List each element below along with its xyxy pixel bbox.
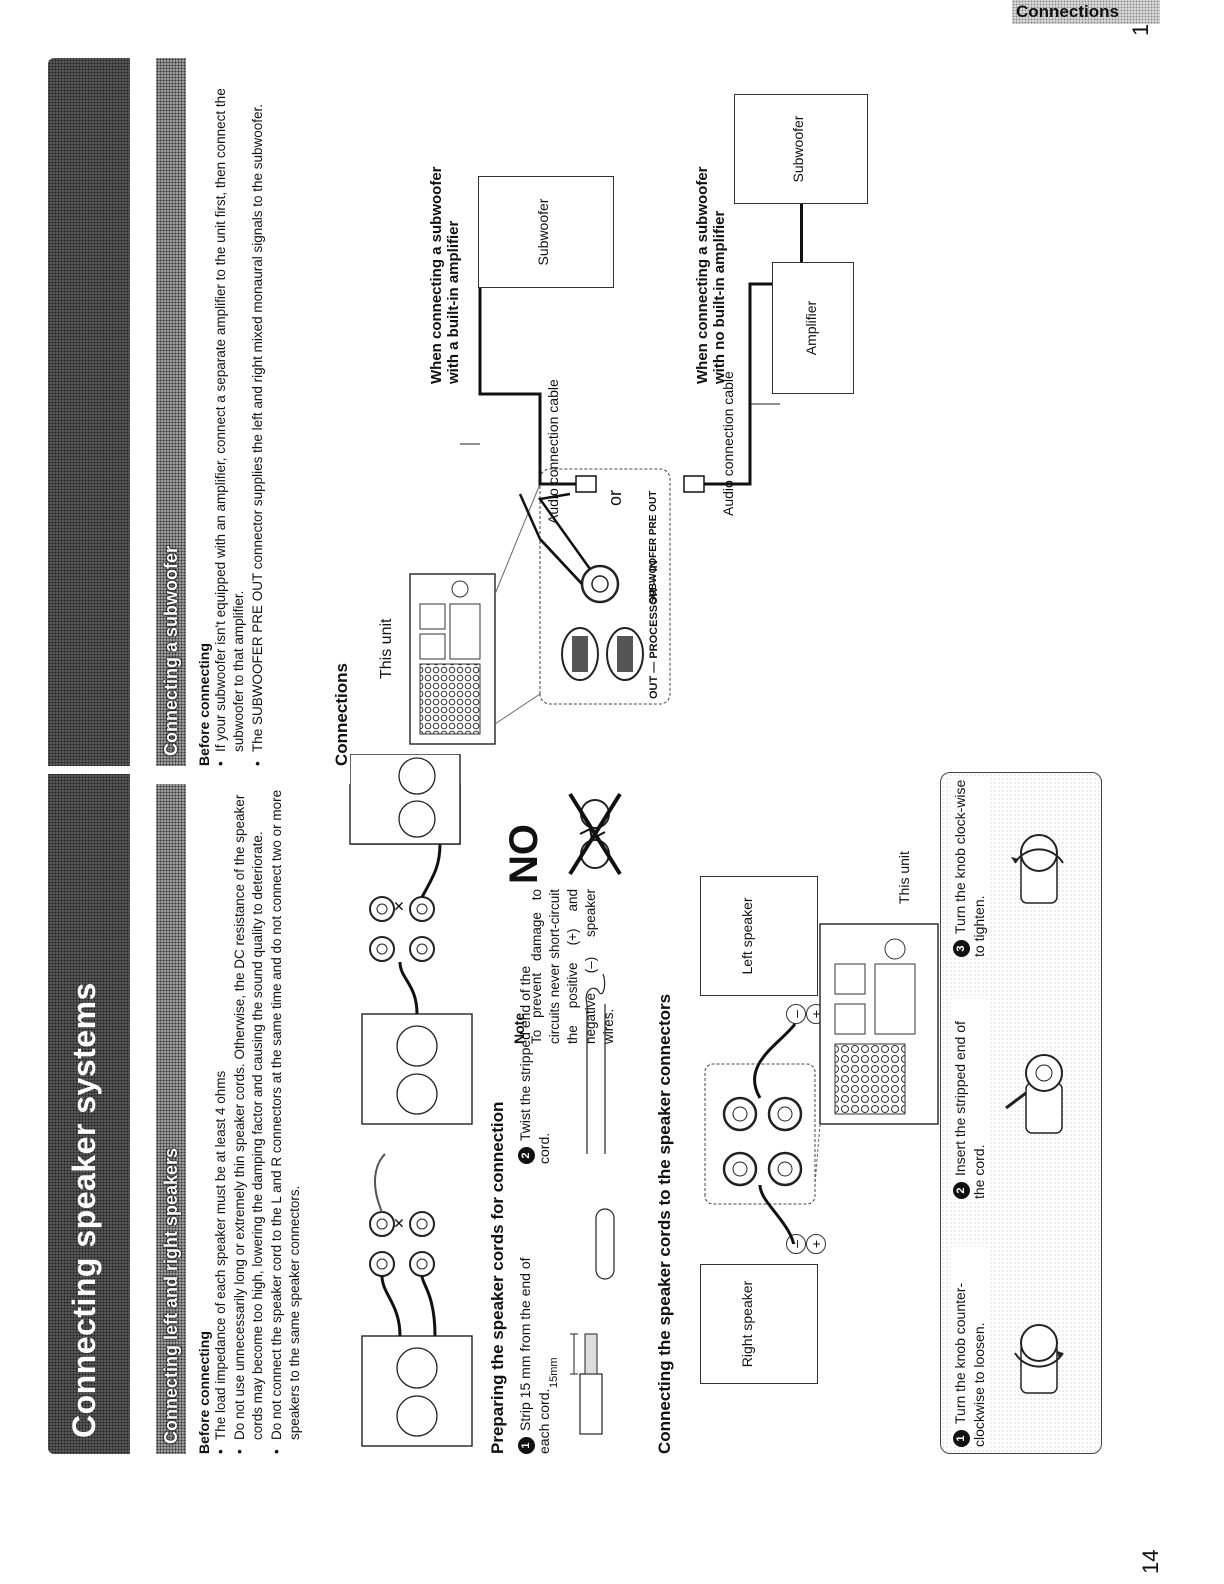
right-before-block: Before connecting If your subwoofer isn'…: [196, 58, 268, 766]
right-bullet-2: The SUBWOOFER PRE OUT connector supplies…: [249, 58, 267, 766]
speaker-wiring-diagram: ✕ ✕: [349, 784, 473, 1447]
right-section-bar: Connecting a subwoofer: [156, 58, 186, 766]
conn-step-3-number: 3: [952, 940, 970, 957]
audio-cable-label-1: Audio connection cable: [545, 379, 561, 524]
left-section-bar: Connecting left and right speakers: [156, 784, 186, 1454]
connector-steps-panel: 1Turn the knob counter-clockwise to loos…: [940, 772, 1102, 1454]
stripped-cord-drawing: [570, 1333, 603, 1435]
right-before-heading: Before connecting: [196, 643, 212, 766]
nobuiltin-heading: When connecting a subwoofer with no buil…: [694, 166, 728, 384]
receiver-rear-panel: [819, 923, 939, 1125]
svg-text:✕: ✕: [391, 1217, 407, 1229]
receiver-rear-panel-right: [409, 573, 496, 745]
right-bullet-1: If your subwoofer isn't equipped with an…: [212, 58, 248, 766]
left-before-heading: Before connecting: [196, 1331, 212, 1454]
subwoofer-box-1: Subwoofer: [478, 176, 614, 288]
insert-cord-icon: [1005, 1054, 1063, 1134]
knob-loosen-icon: [1014, 1324, 1064, 1394]
section-tab: Connections: [1016, 2, 1119, 21]
subwoofer-label-1: Subwoofer: [535, 198, 551, 266]
right-speaker-label: Right speaker: [739, 1280, 755, 1368]
left-bullet-2: Do not use unnecessarily long or extreme…: [231, 774, 267, 1454]
prep-step-1-text: Strip 15 mm from the end of each cord.: [517, 1257, 552, 1454]
amplifier-label: Amplifier: [803, 300, 819, 356]
right-speaker-box: Right speaker: [700, 1264, 818, 1384]
prep-step-1-number: 1: [517, 1437, 535, 1454]
left-bullet-1: The load impedance of each speaker must …: [212, 774, 230, 1454]
left-bullets: The load impedance of each speaker must …: [212, 774, 304, 1454]
svg-text:✕: ✕: [391, 900, 407, 912]
note-text: To prevent damage to circuits never shor…: [529, 889, 616, 1044]
this-unit-label-left: This unit: [896, 851, 912, 904]
page-number-left: 14: [1138, 1549, 1163, 1574]
speaker-box-right-drivers: [350, 754, 461, 845]
right-section-title: Connecting a subwoofer: [161, 545, 181, 756]
knob-tighten-icon: [1011, 834, 1064, 904]
amplifier-box: Amplifier: [772, 262, 854, 394]
audio-cable-label-2: Audio connection cable: [720, 371, 736, 516]
speaker-box-center: [361, 1013, 473, 1125]
note-block: Note To prevent damage to circuits never…: [510, 889, 618, 1044]
conn-step-3: 3Turn the knob clock-wise to tighten.: [951, 777, 988, 957]
left-before-block: Before connecting The load impedance of …: [196, 774, 305, 1454]
strip-length-label: 15mm: [548, 1357, 560, 1388]
banner-gap: [48, 766, 130, 774]
subwoofer-label-2: Subwoofer: [790, 115, 806, 183]
no-warning-label: NO: [502, 824, 546, 884]
this-unit-label-right: This unit: [378, 618, 395, 679]
subwoofer-box-2: Subwoofer: [734, 94, 868, 204]
conn-step-1-text: Turn the knob counter-clockwise to loose…: [952, 1282, 987, 1447]
connections-heading: Connections: [332, 663, 351, 766]
connect-cords-heading: Connecting the speaker cords to the spea…: [655, 993, 674, 1454]
note-heading: Note: [511, 1012, 527, 1044]
prep-step-2-number: 2: [517, 1147, 535, 1164]
subwoofer-connection-diagram: [409, 468, 671, 745]
conn-step-2-text: Insert the stripped end of the cord.: [952, 1021, 987, 1199]
prep-step-1: 1Strip 15 mm from the end of each cord.: [516, 1254, 553, 1454]
conn-step-1: 1Turn the knob counter-clockwise to loos…: [951, 1247, 988, 1447]
right-bullets: If your subwoofer isn't equipped with an…: [212, 58, 267, 766]
conn-step-3-text: Turn the knob clock-wise to tighten.: [952, 779, 987, 957]
cord-end-drawing: [595, 1208, 615, 1280]
conn-step-2: 2Insert the stripped end of the cord.: [951, 999, 988, 1199]
prep-heading: Preparing the speaker cords for connecti…: [488, 1101, 507, 1454]
page-title: Connecting speaker systems: [66, 982, 102, 1438]
terminal-block-2: ✕: [369, 896, 435, 962]
short-circuit-warning-icon: [568, 792, 622, 876]
builtin-heading: When connecting a subwoofer with a built…: [428, 166, 462, 384]
speaker-connector-diagram: [704, 923, 939, 1244]
conn-step-2-number: 2: [952, 1182, 970, 1199]
left-section-title: Connecting left and right speakers: [161, 1147, 181, 1444]
terminal-block-1: ✕: [369, 1211, 435, 1277]
speaker-box-left-1: [361, 1335, 473, 1447]
conn-step-1-number: 1: [952, 1430, 970, 1447]
twisted-cord-drawing: [585, 973, 606, 1154]
left-bullet-3: Do not connect the speaker cord to the L…: [268, 774, 304, 1454]
